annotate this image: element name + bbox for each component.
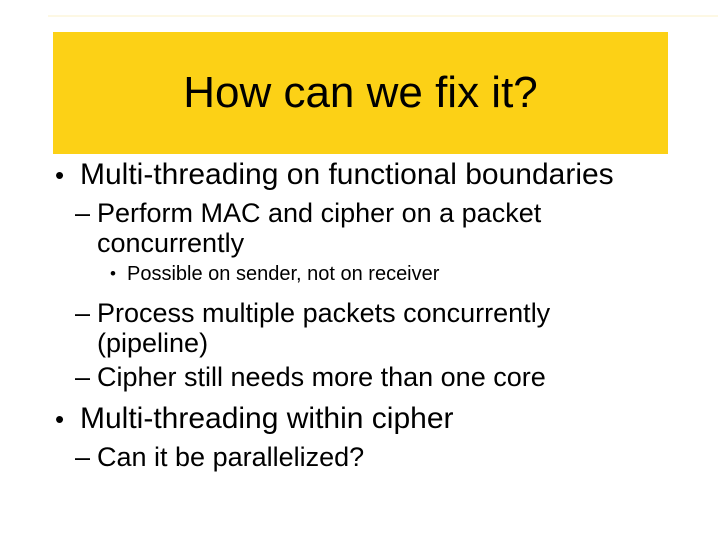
bullet-item: –Perform MAC and cipher on a packet conc… (75, 198, 655, 258)
bullet-text: Can it be parallelized? (97, 442, 365, 472)
bullet-item: • Multi-threading on functional boundarie… (55, 158, 614, 192)
bullet-text: Multi-threading on functional boundaries (80, 158, 614, 191)
bullet-item: • Multi-threading within cipher (55, 402, 454, 436)
bullet-text: Cipher still needs more than one core (97, 362, 546, 392)
bullet-text: Perform MAC and cipher on a packet concu… (97, 198, 542, 258)
bullet-text: Multi-threading within cipher (80, 402, 454, 435)
dash-icon: – (75, 298, 91, 328)
bullet-text: Process multiple packets concurrently (p… (97, 298, 551, 358)
bullet-dot-icon: • (110, 264, 116, 283)
dash-icon: – (75, 198, 91, 228)
bullet-text: Possible on sender, not on receiver (127, 263, 440, 285)
slide-top-edge (48, 15, 718, 17)
slide-title: How can we fix it? (183, 68, 538, 117)
bullet-item: –Cipher still needs more than one core (75, 362, 546, 392)
bullet-item: • Possible on sender, not on receiver (110, 262, 439, 286)
bullet-dot-icon: • (55, 404, 65, 434)
bullet-item: –Can it be parallelized? (75, 442, 364, 472)
bullet-item: –Process multiple packets concurrently (… (75, 298, 655, 358)
title-banner: How can we fix it? (53, 32, 668, 154)
dash-icon: – (75, 362, 91, 392)
bullet-dot-icon: • (55, 160, 65, 190)
dash-icon: – (75, 442, 91, 472)
